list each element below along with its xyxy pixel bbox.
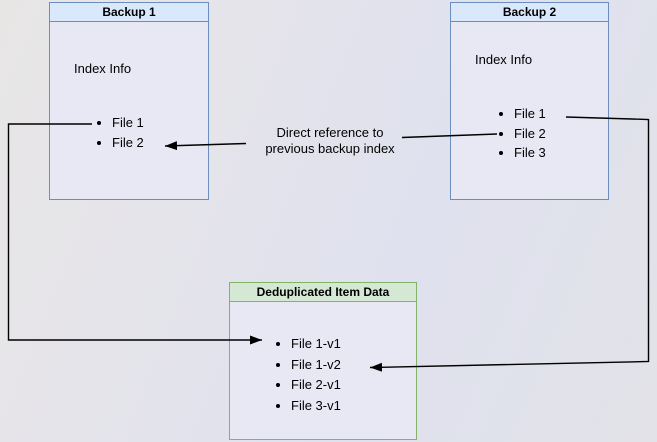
list-item: File 2 (112, 133, 144, 153)
backup1-box: Backup 1 Index Info File 1 File 2 (49, 2, 209, 200)
dedup-header: Deduplicated Item Data (230, 283, 416, 302)
backup1-file-list: File 1 File 2 (98, 113, 144, 153)
backup2-file-list: File 1 File 2 File 3 (500, 104, 546, 163)
backup2-header: Backup 2 (451, 3, 608, 22)
list-item: File 1-v1 (291, 334, 341, 355)
list-item: File 2-v1 (291, 375, 341, 396)
annotation-line-1: Direct reference to (276, 125, 384, 140)
direct-reference-annotation: Direct reference to previous backup inde… (235, 125, 425, 157)
backup1-index-info-label: Index Info (74, 61, 132, 76)
backup2-box: Backup 2 Index Info File 1 File 2 File 3 (450, 2, 609, 200)
backup2-index-info-label: Index Info (475, 52, 533, 67)
list-item: File 3 (514, 143, 546, 163)
list-item: File 1 (514, 104, 546, 124)
list-item: File 1-v2 (291, 355, 341, 376)
list-item: File 2 (514, 124, 546, 144)
annotation-line-2: previous backup index (265, 141, 395, 156)
list-item: File 3-v1 (291, 396, 341, 417)
dedup-file-list: File 1-v1 File 1-v2 File 2-v1 File 3-v1 (277, 334, 341, 416)
list-item: File 1 (112, 113, 144, 133)
deduplicated-item-data-box: Deduplicated Item Data File 1-v1 File 1-… (229, 282, 417, 440)
backup1-header: Backup 1 (50, 3, 208, 22)
